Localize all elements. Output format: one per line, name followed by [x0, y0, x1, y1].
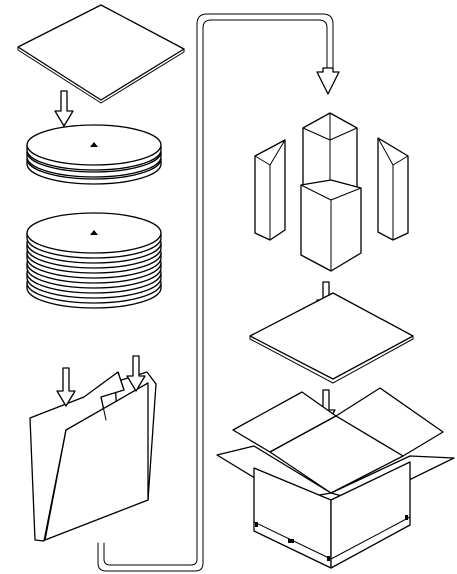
corner-post-icon [377, 137, 409, 241]
down-arrow-icon [126, 355, 146, 392]
disc-stack-small [26, 124, 162, 185]
down-arrow-icon [54, 90, 74, 127]
corner-post-icon [254, 139, 286, 241]
disc [26, 212, 162, 259]
top-sheet [17, 4, 185, 104]
corner-post-icon [300, 179, 362, 272]
disc-stack-large [26, 212, 162, 309]
center-hole-icon [90, 230, 98, 235]
down-arrow-icon [56, 367, 76, 407]
folder-icon [29, 371, 157, 542]
open-box-icon [216, 387, 455, 569]
bottom-sheet [249, 292, 414, 384]
connector-pipe-icon [97, 13, 340, 572]
center-hole-icon [90, 142, 98, 147]
disc [26, 124, 162, 171]
